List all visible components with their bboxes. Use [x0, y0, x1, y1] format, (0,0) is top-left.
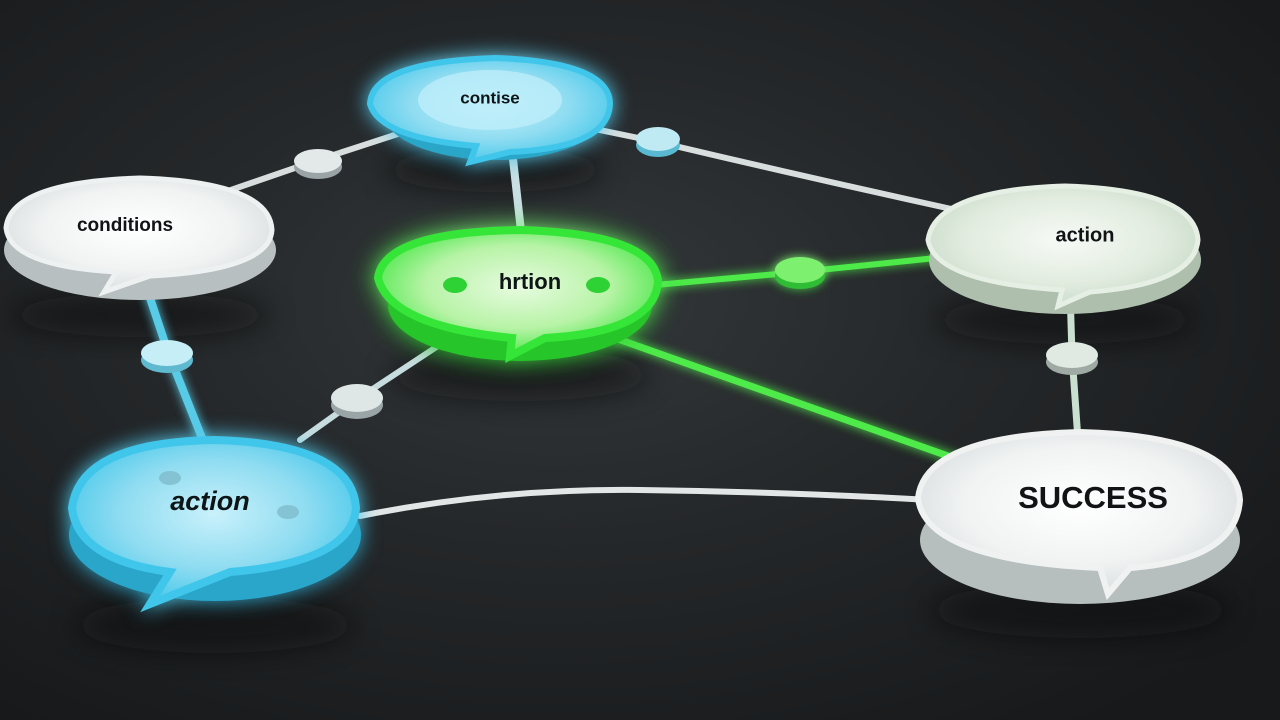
node-shadow [10, 293, 270, 337]
node-action-left[interactable]: action [67, 435, 361, 613]
connector-contise-to-action-right [587, 125, 968, 215]
node-label: SUCCESS [1018, 480, 1168, 515]
node-action-right[interactable]: action [925, 183, 1201, 314]
connector-hrtion-to-success [611, 334, 969, 466]
node-success[interactable]: SUCCESS [914, 428, 1244, 604]
node-shadow [75, 597, 355, 653]
node-conditions[interactable]: conditions [3, 175, 276, 300]
junctions [141, 127, 1098, 419]
connector-action-left-to-success [357, 486, 933, 519]
junction-pill [636, 127, 680, 157]
node-label: contise [460, 88, 520, 107]
junction-pill [775, 257, 825, 289]
node-shadow [390, 349, 650, 401]
junction-pill [331, 384, 383, 419]
node-contise[interactable]: contise [366, 54, 614, 167]
node-shadow [385, 148, 605, 192]
node-hrtion[interactable]: hrtion [373, 225, 663, 363]
junction-pill [141, 340, 193, 373]
junction-pill [294, 149, 342, 179]
connector-contise-to-hrtion [508, 146, 526, 244]
junction-pill [1046, 342, 1098, 375]
node-shadow [935, 296, 1195, 344]
node-label: action [170, 486, 250, 516]
node-label: action [1056, 224, 1115, 246]
node-label: conditions [77, 215, 173, 236]
node-label: hrtion [499, 269, 561, 294]
